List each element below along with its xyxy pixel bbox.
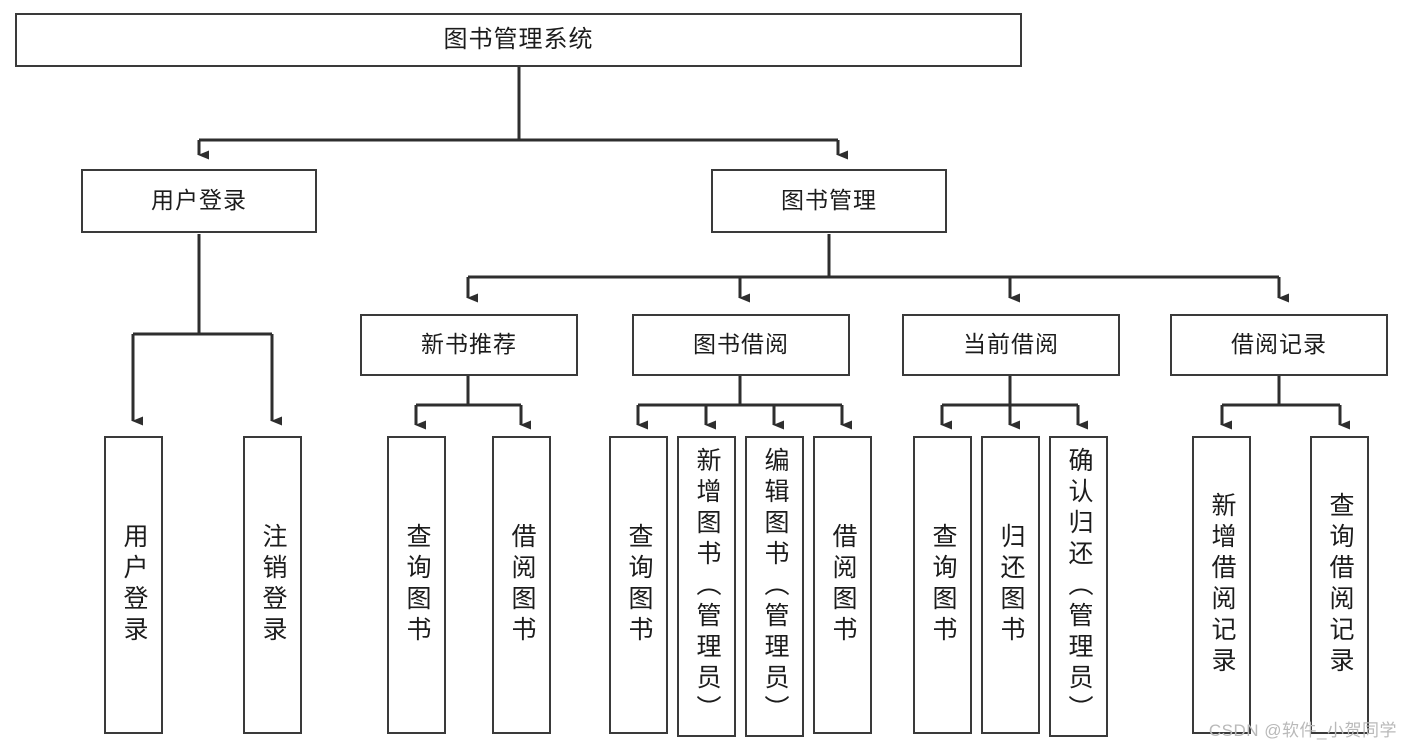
node-book-borrow-label: 图书借阅 bbox=[693, 331, 789, 358]
leaf-borrow-query-book[interactable]: 查询图书 bbox=[609, 436, 668, 734]
node-root[interactable]: 图书管理系统 bbox=[15, 13, 1022, 67]
leaf-new-book-borrow-label: 借阅图书 bbox=[508, 523, 536, 647]
node-book-management-label: 图书管理 bbox=[781, 187, 877, 214]
leaf-confirm-return-admin[interactable]: 确认归还（管理员） bbox=[1049, 436, 1108, 737]
leaf-query-borrow-record-label: 查询借阅记录 bbox=[1326, 492, 1354, 678]
watermark: CSDN @软件_小贺同学 bbox=[1208, 721, 1397, 740]
node-current-borrow-label: 当前借阅 bbox=[963, 331, 1059, 358]
leaf-confirm-return-admin-label: 确认归还（管理员） bbox=[1065, 447, 1093, 726]
leaf-borrow-book-label: 借阅图书 bbox=[829, 523, 857, 647]
leaf-add-book-admin[interactable]: 新增图书（管理员） bbox=[677, 436, 736, 737]
node-user-login-label: 用户登录 bbox=[151, 187, 247, 214]
leaf-new-book-query[interactable]: 查询图书 bbox=[387, 436, 446, 734]
leaf-return-book[interactable]: 归还图书 bbox=[981, 436, 1040, 734]
leaf-borrow-query-book-label: 查询图书 bbox=[625, 523, 653, 647]
node-book-management[interactable]: 图书管理 bbox=[711, 169, 947, 233]
leaf-return-book-label: 归还图书 bbox=[997, 523, 1025, 647]
leaf-query-borrow-record[interactable]: 查询借阅记录 bbox=[1310, 436, 1369, 734]
leaf-logout-label: 注销登录 bbox=[259, 523, 287, 647]
leaf-borrow-book[interactable]: 借阅图书 bbox=[813, 436, 872, 734]
node-current-borrow[interactable]: 当前借阅 bbox=[902, 314, 1120, 376]
leaf-user-login[interactable]: 用户登录 bbox=[104, 436, 163, 734]
node-borrow-record-label: 借阅记录 bbox=[1231, 331, 1327, 358]
node-borrow-record[interactable]: 借阅记录 bbox=[1170, 314, 1388, 376]
leaf-edit-book-admin[interactable]: 编辑图书（管理员） bbox=[745, 436, 804, 737]
leaf-edit-book-admin-label: 编辑图书（管理员） bbox=[761, 447, 789, 726]
leaf-add-borrow-record[interactable]: 新增借阅记录 bbox=[1192, 436, 1251, 734]
leaf-logout[interactable]: 注销登录 bbox=[243, 436, 302, 734]
node-root-label: 图书管理系统 bbox=[443, 25, 594, 53]
leaf-new-book-query-label: 查询图书 bbox=[403, 523, 431, 647]
node-book-borrow[interactable]: 图书借阅 bbox=[632, 314, 850, 376]
leaf-add-book-admin-label: 新增图书（管理员） bbox=[693, 447, 721, 726]
leaf-current-query-book-label: 查询图书 bbox=[929, 523, 957, 647]
leaf-add-borrow-record-label: 新增借阅记录 bbox=[1208, 492, 1236, 678]
leaf-new-book-borrow[interactable]: 借阅图书 bbox=[492, 436, 551, 734]
node-user-login[interactable]: 用户登录 bbox=[81, 169, 317, 233]
leaf-user-login-label: 用户登录 bbox=[120, 523, 148, 647]
node-new-book-recommend-label: 新书推荐 bbox=[421, 331, 517, 358]
leaf-current-query-book[interactable]: 查询图书 bbox=[913, 436, 972, 734]
node-new-book-recommend[interactable]: 新书推荐 bbox=[360, 314, 578, 376]
